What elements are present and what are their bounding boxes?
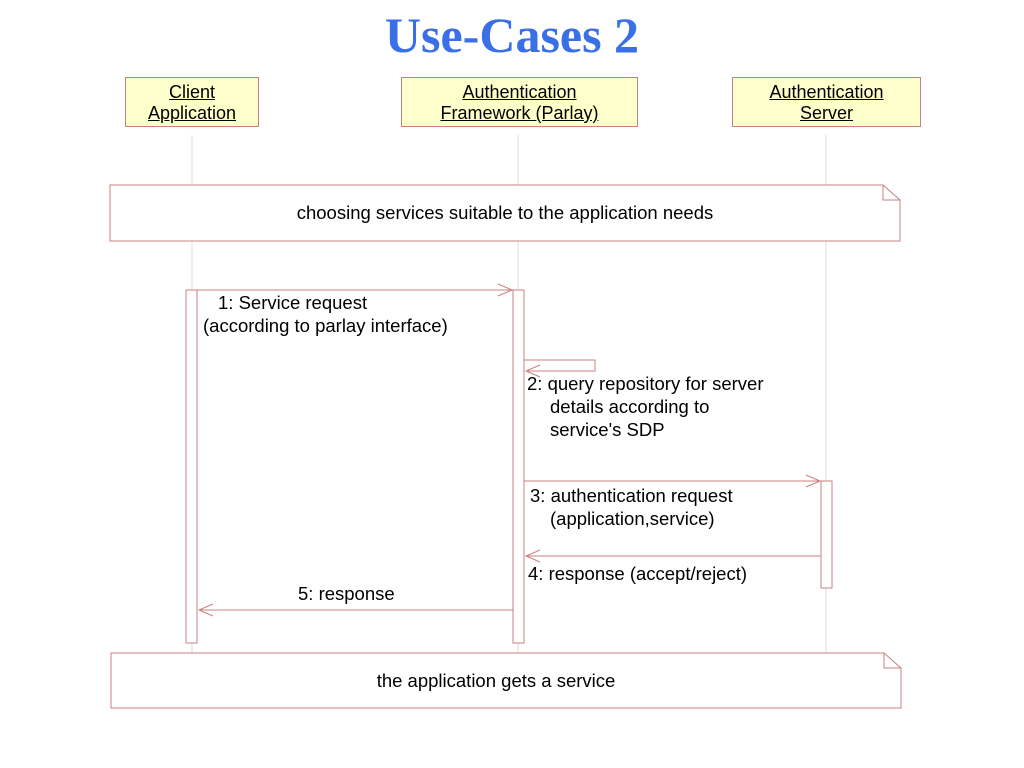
actor-authentication-framework[interactable]: Authentication Framework (Parlay) bbox=[401, 77, 638, 127]
message-4-label: 4: response (accept/reject) bbox=[528, 563, 748, 584]
actor-client-application[interactable]: Client Application bbox=[125, 77, 259, 127]
note-top-text: choosing services suitable to the applic… bbox=[296, 202, 714, 223]
message-3-label: 3: authentication request (application,s… bbox=[530, 484, 733, 530]
actor-label-line2: Server bbox=[799, 103, 853, 123]
message-1-line2: (according to parlay interface) bbox=[203, 315, 448, 336]
note-top-shape bbox=[109, 184, 901, 242]
actor-label-line2: Application bbox=[147, 103, 237, 123]
note-bottom-text: the application gets a service bbox=[376, 670, 616, 691]
activation-client bbox=[185, 289, 198, 644]
message-3-arrowhead bbox=[805, 474, 822, 488]
activation-server bbox=[820, 480, 833, 589]
message-2-arrowhead bbox=[524, 364, 541, 378]
actor-label-line1: Authentication bbox=[769, 82, 884, 102]
slide-title: Use-Cases 2 bbox=[384, 7, 640, 63]
message-1-label: 1: Service request (according to parlay … bbox=[203, 291, 448, 337]
note-bottom-fold bbox=[883, 653, 901, 669]
actor-authentication-server[interactable]: Authentication Server bbox=[732, 77, 921, 127]
activation-framework bbox=[512, 289, 525, 644]
message-2-self-arrow bbox=[524, 359, 596, 372]
message-2-label: 2: query repository for server details a… bbox=[527, 372, 763, 441]
message-4-arrowhead bbox=[524, 549, 541, 563]
note-bottom-shape bbox=[110, 652, 902, 709]
note-top-fold bbox=[882, 185, 900, 201]
message-3-line2: (application,service) bbox=[550, 508, 715, 529]
actor-label-line1: Client bbox=[168, 82, 216, 102]
message-2-line3: service's SDP bbox=[550, 419, 665, 440]
message-5-label: 5: response bbox=[298, 583, 395, 604]
message-5-arrowhead bbox=[197, 603, 214, 617]
actor-label-line1: Authentication bbox=[462, 82, 577, 102]
actor-label-line2: Framework (Parlay) bbox=[440, 103, 599, 123]
message-1-line1: 1: Service request bbox=[218, 292, 368, 313]
message-1-arrowhead bbox=[497, 283, 514, 297]
message-2-line2: details according to bbox=[550, 396, 710, 417]
message-2-line1: 2: query repository for server bbox=[527, 373, 764, 394]
message-3-line1: 3: authentication request bbox=[530, 485, 733, 506]
